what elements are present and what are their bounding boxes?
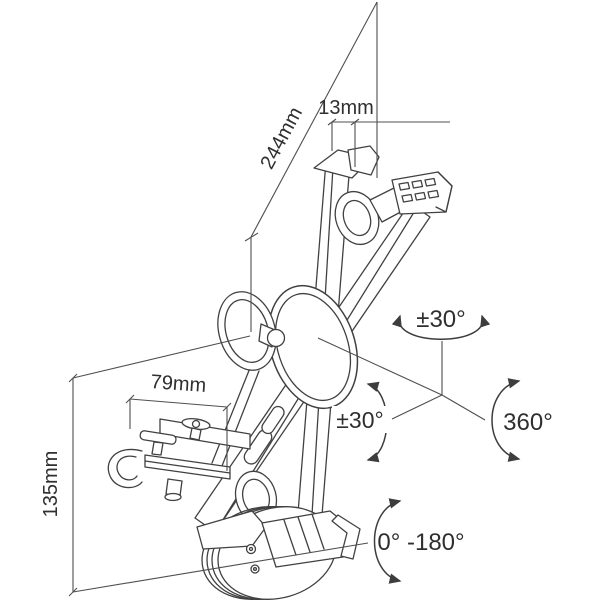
screw-center (248, 546, 254, 552)
jaw-rib (414, 191, 427, 201)
rib-line (311, 513, 325, 550)
top-clamp (313, 145, 453, 246)
clamp-bar-edge (144, 460, 231, 474)
dim-tick (350, 118, 360, 126)
label-tilt-side: ±30° (336, 407, 383, 433)
label-360: 360° (503, 409, 553, 436)
arm-slots (243, 405, 285, 465)
screw (250, 564, 260, 574)
wing-knob-stem (189, 427, 202, 441)
c-clamp-outer (107, 448, 143, 489)
clamp-lip (347, 145, 380, 176)
rib-line (283, 519, 297, 556)
dim-line-244 (250, 1, 378, 238)
leader-line (317, 337, 443, 396)
label-79mm: 79mm (150, 371, 207, 397)
swivel-arc (373, 498, 402, 584)
plate-rim (274, 292, 352, 402)
dim-tick (327, 118, 337, 126)
ball-joint (266, 328, 286, 348)
c-clamp-inner (116, 455, 138, 481)
rotation-arc-360 (491, 378, 521, 462)
jaw-rib (424, 177, 437, 187)
bottom-claw (261, 510, 361, 568)
rotation-arrows (366, 314, 521, 584)
support-rod (211, 367, 260, 467)
tilt-arc-top (391, 314, 491, 340)
rod-line (211, 367, 251, 464)
label-13mm: 13mm (318, 97, 374, 119)
dimension-lines (68, 1, 486, 597)
wing-knob-center (191, 419, 201, 429)
labels: 244mm 13mm 79mm 135mm ±30° ±30° 360° 0° … (40, 97, 553, 556)
rib-line (297, 516, 311, 553)
label-244mm: 244mm (256, 104, 307, 173)
elbow-block (196, 510, 267, 550)
screw-center (252, 566, 258, 572)
claw-hook (331, 514, 361, 560)
label-135mm: 135mm (40, 451, 62, 518)
rod-line (221, 370, 260, 467)
cup-inner (224, 299, 270, 363)
jaw-rib (401, 193, 414, 203)
jaw-hook-edge (435, 171, 453, 213)
screws (245, 543, 260, 574)
jaw-rib (398, 181, 411, 191)
suction-cup (217, 291, 286, 371)
leader-line (441, 394, 486, 421)
extension-line (72, 335, 251, 379)
label-swivel-range: 0° -180° (377, 529, 464, 556)
screw (245, 543, 257, 555)
jaw-rib (427, 189, 440, 199)
cup-outer (217, 291, 277, 371)
mount-drawing (107, 145, 453, 600)
dim-tick (68, 373, 78, 383)
slot (261, 405, 285, 435)
dim-tick (68, 587, 78, 597)
pivot-boss-inner (342, 199, 372, 237)
dim-tick (125, 394, 135, 404)
dim-line-79 (129, 398, 228, 408)
dim-tick (222, 402, 232, 412)
label-backdrop (332, 406, 388, 433)
jaw-rib (411, 179, 424, 189)
extension-line (72, 542, 369, 593)
t-handle-stem (151, 441, 164, 456)
leader-line (391, 394, 443, 420)
clamp-stem-cap (164, 492, 182, 502)
label-tilt-top: ±30° (416, 306, 465, 333)
